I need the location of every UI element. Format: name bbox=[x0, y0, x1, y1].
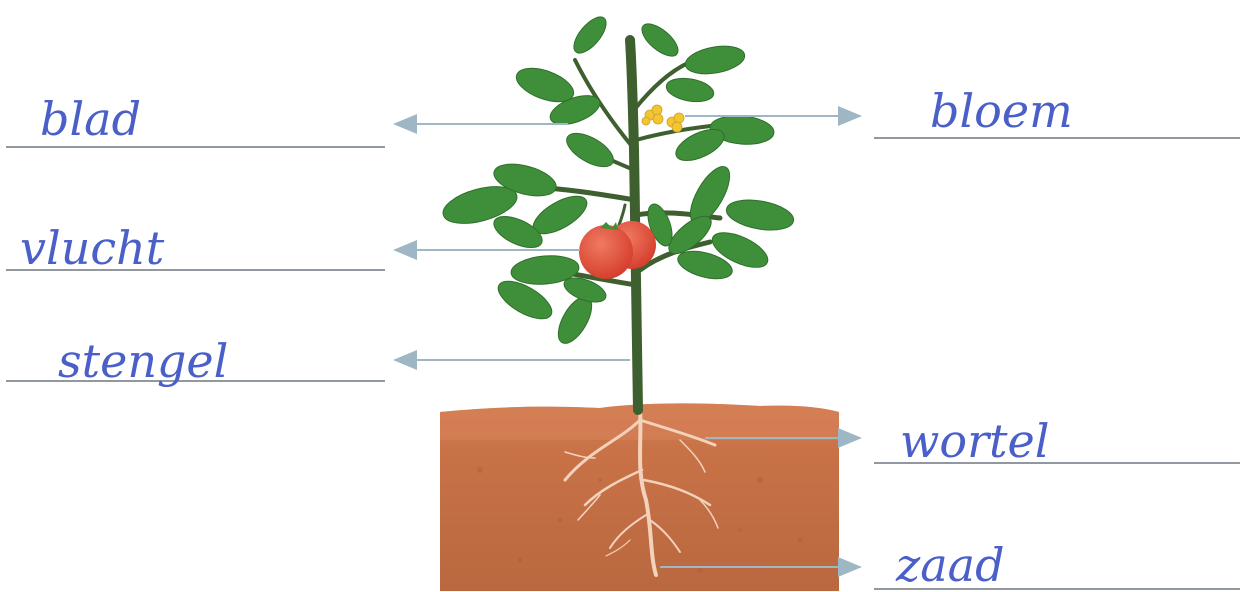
label-vrucht: vlucht bbox=[20, 225, 164, 271]
leaves bbox=[439, 12, 796, 349]
tomato-fruit bbox=[579, 221, 656, 279]
label-zaad: zaad bbox=[896, 542, 1005, 588]
flowers bbox=[642, 105, 684, 132]
label-bloem: bloem bbox=[930, 88, 1073, 134]
label-stengel: stengel bbox=[58, 338, 228, 384]
label-wortel: wortel bbox=[900, 418, 1049, 464]
label-blad: blad bbox=[40, 96, 141, 142]
